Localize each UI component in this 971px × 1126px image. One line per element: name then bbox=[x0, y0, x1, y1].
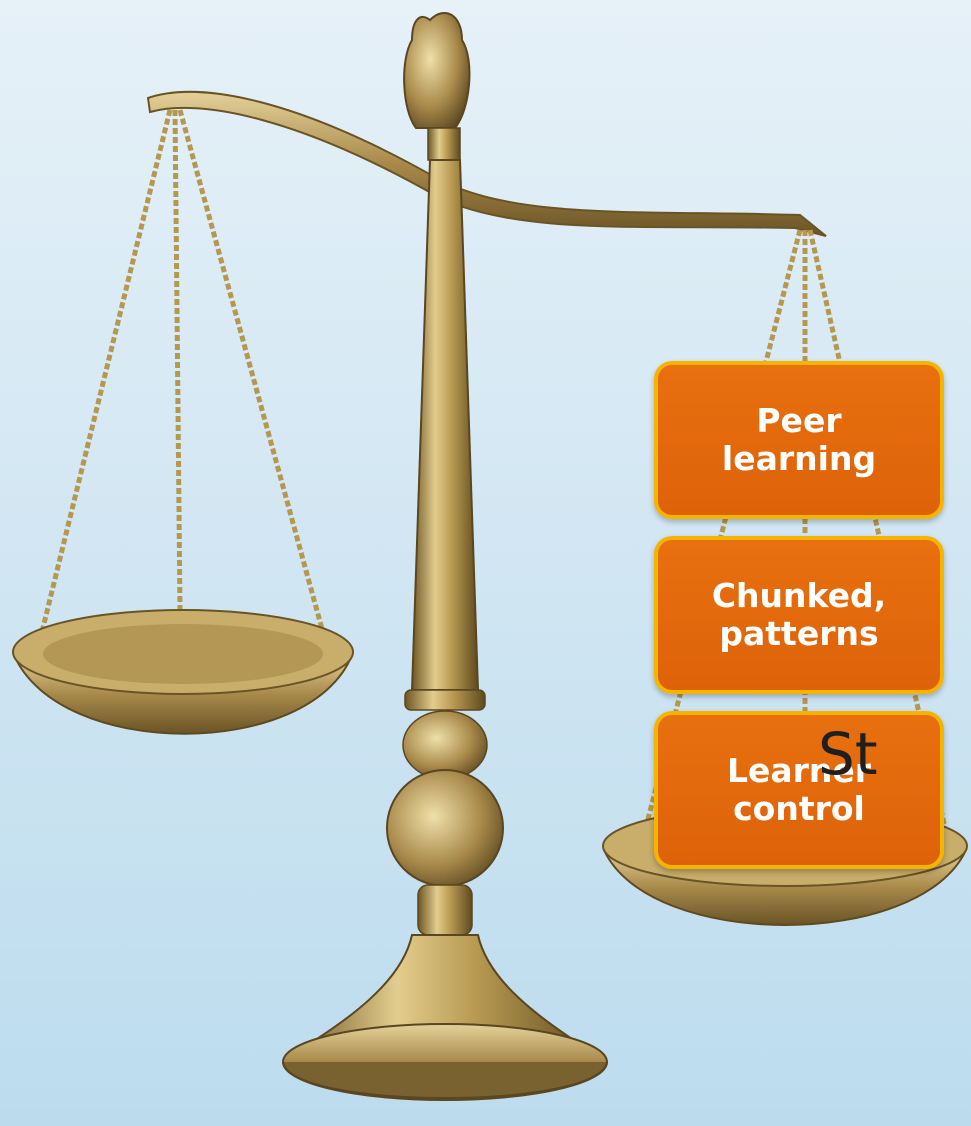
scale-finial bbox=[404, 13, 469, 160]
learner-control-box: Learner control bbox=[654, 711, 944, 869]
slide-caption-text: St bbox=[818, 720, 878, 788]
peer-learning-label: Peer learning bbox=[712, 402, 886, 479]
chunked-patterns-box: Chunked, patterns bbox=[654, 536, 944, 694]
peer-learning-box: Peer learning bbox=[654, 361, 944, 519]
left-chains bbox=[40, 110, 325, 640]
scale-base bbox=[283, 935, 607, 1100]
chunked-patterns-label: Chunked, patterns bbox=[702, 577, 896, 654]
left-pan bbox=[13, 610, 353, 734]
scale-beam bbox=[148, 92, 826, 236]
scale-column bbox=[412, 160, 478, 690]
